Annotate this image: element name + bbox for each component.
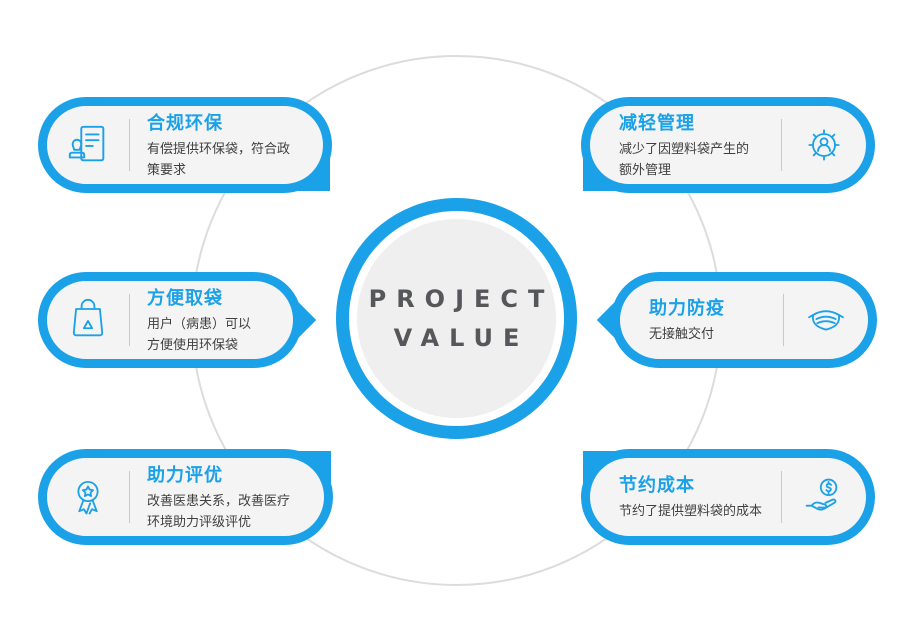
divider [783,294,784,346]
face-mask-icon [784,298,868,342]
recycle-bag-icon [47,298,129,342]
card-desc: 减少了因塑料袋产生的 额外管理 [619,142,750,178]
center-title-line1: PROJECT [368,285,555,314]
divider [129,119,130,171]
card-desc: 有偿提供环保袋，符合政 策要求 [147,142,291,178]
card-rating-boost: 助力评优 改善医患关系，改善医疗 环境助力评级评优 [38,449,333,545]
card-title: 减轻管理 [619,113,695,135]
card-title: 合规环保 [147,113,223,135]
card-desc: 用户（病患）可以 方便使用环保袋 [147,317,252,353]
card-epidemic-prevention: 助力防疫 无接触交付 [611,272,877,368]
stamp-document-icon [47,122,129,168]
center-title-line2: VALUE [393,323,530,352]
center-circle-inner: PROJECT VALUE [357,219,556,418]
award-medal-icon [47,475,129,519]
center-circle: PROJECT VALUE [336,198,577,439]
card-title: 方便取袋 [147,288,223,310]
card-title: 助力评优 [147,465,223,487]
gear-person-icon [782,123,866,167]
card-desc: 改善医患关系，改善医疗 环境助力评级评优 [147,494,291,530]
divider [781,471,782,523]
card-convenient-bag: 方便取袋 用户（病患）可以 方便使用环保袋 [38,272,302,368]
card-title: 助力防疫 [649,298,725,320]
card-desc: 无接触交付 [649,327,715,343]
card-title: 节约成本 [619,475,695,497]
divider [781,119,782,171]
card-management: 减轻管理 减少了因塑料袋产生的 额外管理 [581,97,875,193]
card-compliance: 合规环保 有偿提供环保袋，符合政 策要求 [38,97,332,193]
card-desc: 节约了提供塑料袋的成本 [619,504,763,520]
hand-coin-icon [782,475,866,519]
divider [129,471,130,523]
divider [129,294,130,346]
card-cost-saving: 节约成本 节约了提供塑料袋的成本 [581,449,875,545]
